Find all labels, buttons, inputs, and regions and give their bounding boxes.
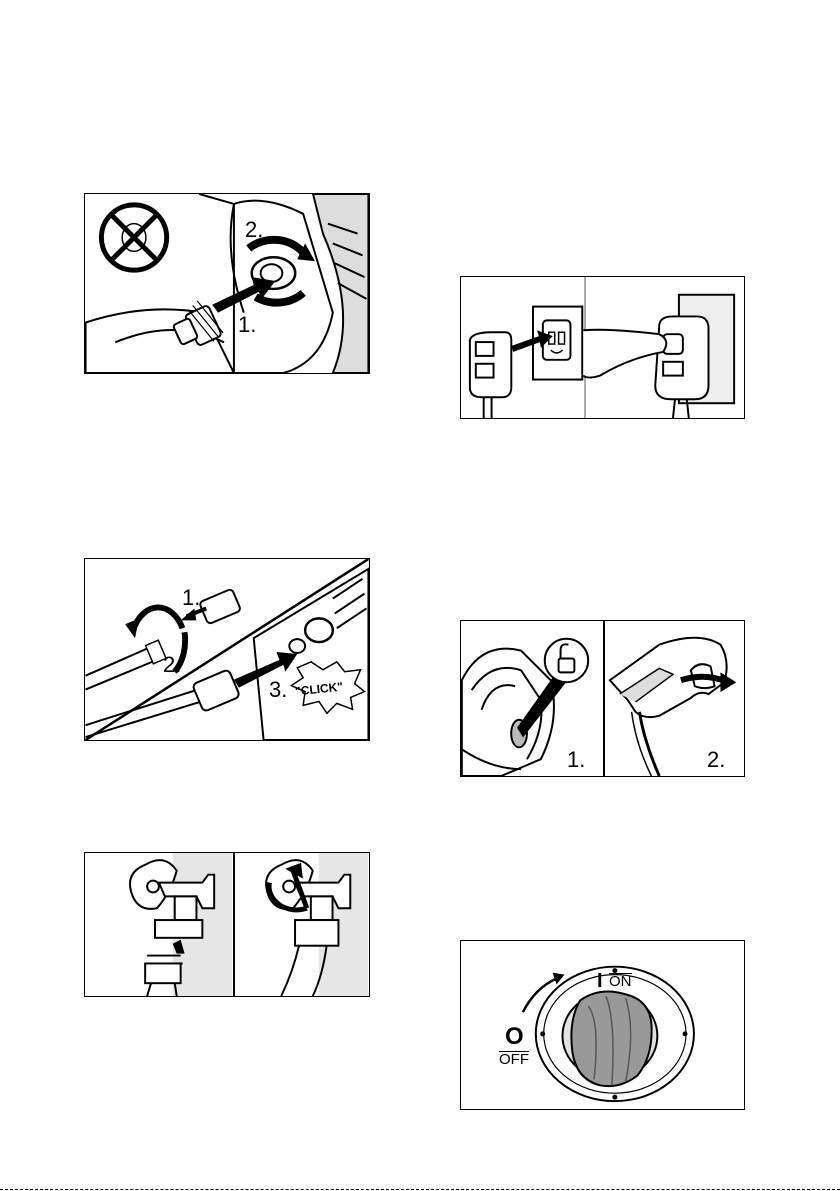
step-label-2: 2.	[707, 749, 725, 771]
gun-trigger-illustration	[461, 621, 744, 776]
step-label-1: 1.	[238, 314, 256, 336]
power-plug-illustration	[461, 277, 744, 418]
step-label-2: 2.	[163, 654, 181, 676]
off-label: OFF	[499, 1051, 529, 1067]
figure-power-plug	[460, 276, 745, 419]
off-symbol: O	[505, 1025, 524, 1049]
valve-illustration	[85, 853, 369, 996]
page-bottom-rule	[0, 1189, 840, 1190]
on-label: ON	[609, 973, 632, 989]
hose-connect-illustration	[85, 559, 369, 740]
figure-power-switch: I ON O OFF	[460, 940, 745, 1110]
step-label-3: 3.	[269, 679, 287, 701]
on-symbol: I	[597, 971, 603, 991]
figure-valve	[84, 852, 370, 997]
figure-tap-connector: 2. 1.	[84, 193, 370, 374]
figure-hose-connect: 1. 2. 3. "CLICK"	[84, 558, 370, 741]
power-switch-illustration	[461, 941, 744, 1109]
tap-connector-illustration	[85, 194, 369, 373]
figure-gun-trigger: 1. 2.	[460, 620, 745, 777]
step-label-1: 1.	[182, 587, 200, 609]
step-label-1: 1.	[567, 749, 585, 771]
step-label-2: 2.	[245, 219, 263, 241]
